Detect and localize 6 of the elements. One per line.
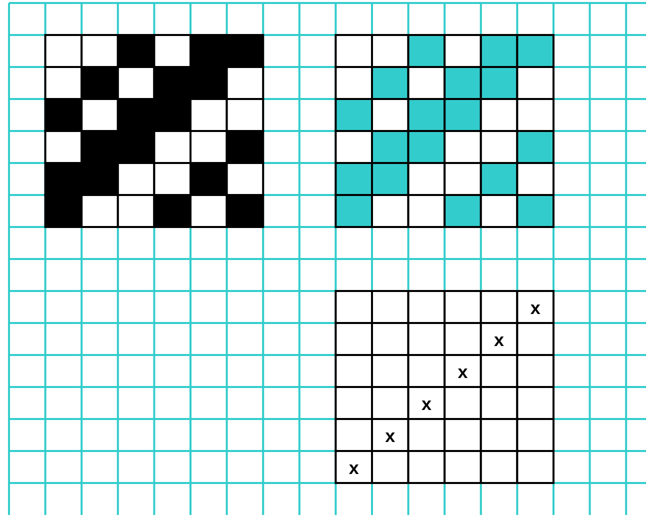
grid-mark: x	[458, 363, 468, 381]
grid-mark: x	[494, 331, 504, 349]
grid-mark: x	[530, 299, 540, 317]
grid-mark: x	[348, 459, 359, 477]
grid-mark: x	[421, 395, 432, 413]
grid-mark: x	[385, 427, 396, 445]
